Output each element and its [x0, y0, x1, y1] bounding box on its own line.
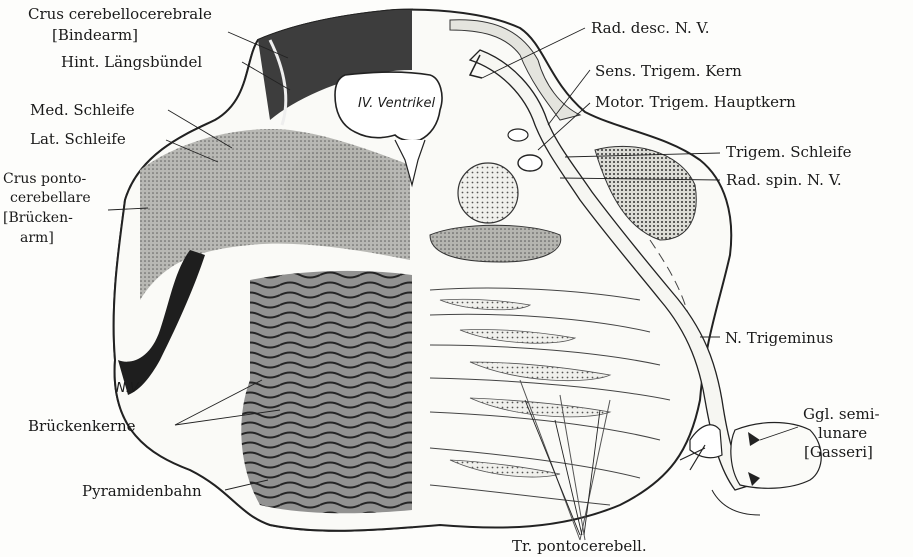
label-crus-pontocerebellare-1: Crus ponto-	[3, 171, 87, 187]
label-pyramidenbahn: Pyramidenbahn	[82, 482, 202, 500]
label-ggl-semilunare-1: Ggl. semi-	[803, 405, 880, 423]
label-rad-spin-nv: Rad. spin. N. V.	[726, 171, 842, 189]
label-ggl-semilunare-3: [Gasseri]	[804, 443, 873, 461]
label-n-trigeminus: N. Trigeminus	[725, 329, 833, 347]
label-trigem-schleife: Trigem. Schleife	[726, 143, 852, 161]
label-crus-pontocerebellare-2: cerebellare	[10, 190, 91, 206]
label-lat-schleife: Lat. Schleife	[30, 130, 126, 148]
label-rad-desc-nv: Rad. desc. N. V.	[591, 19, 710, 37]
label-iv-ventrikel: IV. Ventrikel	[358, 96, 435, 111]
label-ggl-semilunare-2: lunare	[818, 424, 867, 442]
label-hint-laengsbuendel: Hint. Längsbündel	[61, 53, 202, 71]
ganglion-semilunare	[680, 423, 821, 516]
label-med-schleife: Med. Schleife	[30, 101, 135, 119]
label-crus-pontocerebellare-3: [Brücken-	[3, 210, 73, 226]
label-sens-trigem-kern: Sens. Trigem. Kern	[595, 62, 742, 80]
label-crus-pontocerebellare-4: arm]	[20, 230, 54, 246]
label-crus-cerebellocerebrale-2: [Bindearm]	[52, 26, 138, 44]
label-motor-trigem-hauptkern: Motor. Trigem. Hauptkern	[595, 93, 796, 111]
label-nv-root: N.V	[116, 381, 140, 396]
label-crus-cerebellocerebrale-1: Crus cerebellocerebrale	[28, 5, 212, 23]
label-tr-pontocerebell: Tr. pontocerebell.	[512, 537, 647, 555]
label-brueckenkerne: Brückenkerne	[28, 417, 136, 435]
